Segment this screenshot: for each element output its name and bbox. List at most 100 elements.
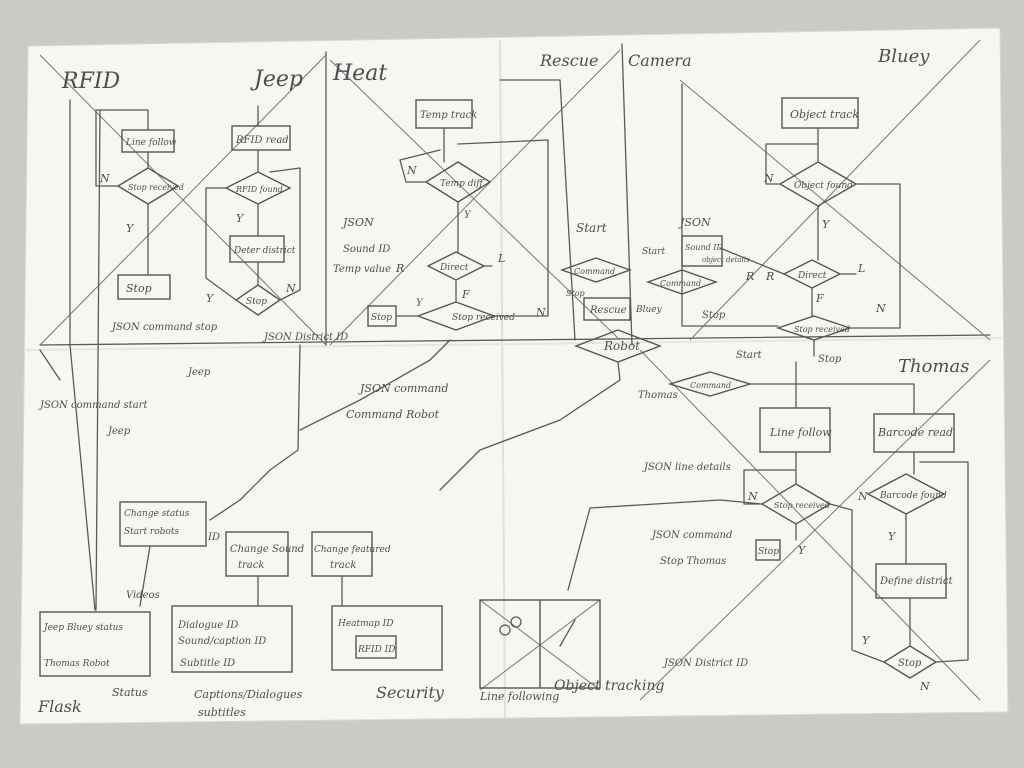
- label-change-status: Change status: [124, 509, 190, 519]
- label-camera-json: JSON: [678, 216, 711, 229]
- section-title-rfid: RFID: [61, 69, 121, 94]
- label-barcode-read: Barcode read: [877, 426, 953, 439]
- label-thomas-y: Y: [798, 544, 807, 557]
- label-bluey-direct: Direct: [797, 271, 827, 281]
- box-determine-district: [229, 235, 285, 263]
- label-ui-track: track: [238, 560, 264, 571]
- label-subtitle-id: Subtitle ID: [180, 658, 235, 669]
- label-heat-y: Y: [464, 210, 472, 221]
- label-thomas-line-follow: Line follow: [769, 426, 832, 439]
- label-rescue-bluey: Bluey: [635, 305, 663, 315]
- label-heat-r: R: [395, 262, 404, 275]
- section-title-rescue: Rescue: [539, 51, 598, 70]
- label-heat-direct: Direct: [439, 263, 469, 273]
- label-camera-r: R: [745, 270, 754, 283]
- label-bluey-stop-received: Stop received: [794, 325, 850, 334]
- label-barcode-found: Barcode found: [879, 491, 947, 501]
- label-object-track: Object track: [790, 108, 859, 121]
- label-stop-received: Stop received: [128, 183, 184, 192]
- label-define-district: Define district: [879, 576, 953, 587]
- label-dialogue-id: Dialogue ID: [177, 620, 238, 631]
- section-title-bluey: Bluey: [877, 46, 930, 67]
- label-rfid-found: RFID found: [235, 185, 283, 194]
- label-subtitles: subtitles: [198, 706, 246, 719]
- label-thomas-stop-2: Stop: [898, 658, 922, 669]
- label-thomas-stop-received: Stop received: [774, 501, 830, 510]
- jeep-flow-lines: [205, 105, 301, 301]
- label-videos: Videos: [126, 590, 160, 601]
- label-thomas-stop: Stop: [758, 547, 779, 557]
- label-thomas-n-2: N: [857, 490, 868, 503]
- decision-jeep-stop: [234, 284, 282, 316]
- label-thomas-robot: Thomas Robot: [44, 659, 110, 669]
- label-bluey-start: Start: [736, 350, 763, 361]
- label-change-sound: Change Sound: [230, 544, 304, 555]
- label-rfid-id: RFID ID: [357, 645, 395, 655]
- label-json-start: JSON command start: [38, 400, 148, 411]
- box-rfid-id: [355, 635, 397, 659]
- label-camera-command: Command: [660, 279, 701, 288]
- label-line-follow: Line follow: [125, 138, 177, 148]
- section-title-heat: Heat: [332, 61, 387, 86]
- rfid-flow-lines: [69, 99, 149, 611]
- label-stop-thomas: Stop Thomas: [660, 556, 726, 567]
- label-rfid-read: RFID read: [235, 135, 289, 146]
- label-thomas-n-3: N: [919, 680, 930, 693]
- paper-sheet: [19, 27, 1009, 725]
- label-security: Security: [376, 683, 445, 702]
- label-thomas-json-district: JSON District ID: [662, 658, 748, 669]
- label-rfid-y: Y: [126, 222, 135, 235]
- label-json-stop: JSON command stop: [110, 322, 218, 333]
- label-thomas-y-3: Y: [862, 634, 871, 647]
- label-temp-value: Temp value: [333, 264, 391, 275]
- box-change-sound: [225, 531, 289, 577]
- box-thomas-line-follow: [759, 407, 831, 453]
- label-captions: Captions/Dialogues: [194, 688, 303, 701]
- label-command-robot: Command Robot: [346, 408, 440, 421]
- thomas-flow-lines: [567, 361, 969, 663]
- label-rfid-n: N: [99, 172, 110, 185]
- label-line-following: Line following: [479, 690, 559, 703]
- label-rescue-thomas: Thomas: [638, 390, 678, 401]
- label-thomas-json-command: JSON command: [650, 530, 732, 541]
- heat-flow-lines: [395, 127, 549, 317]
- label-status: Status: [112, 686, 148, 699]
- section-dividers: [39, 43, 991, 346]
- label-rescue-start: Start: [576, 221, 607, 235]
- label-heat-l: L: [497, 252, 505, 265]
- label-heat-json: JSON: [341, 216, 374, 229]
- label-jeep-n: N: [285, 282, 296, 295]
- label-camera-stop: Stop: [702, 310, 726, 321]
- label-heat-stop-received: Stop received: [452, 313, 515, 323]
- fold-line: [23, 337, 1005, 351]
- label-sound-caption: Sound/caption ID: [178, 636, 266, 647]
- decision-thomas-stop-2: [882, 645, 938, 679]
- label-flask: Flask: [37, 697, 82, 716]
- section-title-thomas: Thomas: [898, 356, 969, 377]
- label-rescue: Rescue: [589, 305, 627, 316]
- box-define-district: [875, 563, 947, 599]
- label-determine-district: Deter district: [233, 246, 296, 256]
- label-bluey-y: Y: [822, 218, 831, 231]
- label-object-details: object details: [702, 256, 750, 264]
- box-thomas-stop: [755, 539, 781, 561]
- label-thomas-command: Command: [690, 381, 731, 390]
- decision-thomas-command: [667, 371, 753, 397]
- label-bluey-f: F: [815, 292, 824, 305]
- label-rfid-jeep: Jeep: [186, 367, 211, 378]
- label-object-found: Object found: [794, 181, 853, 191]
- label-json-line-details: JSON line details: [642, 462, 731, 473]
- line-dot-icon: [499, 624, 511, 636]
- label-object-tracking: Object tracking: [554, 678, 664, 694]
- label-jeep-y-2: Y: [206, 292, 215, 305]
- box-rfid-stop: [117, 274, 171, 300]
- box-object-track: [781, 97, 859, 129]
- label-change-featured: Change featured: [314, 545, 391, 555]
- connector-lines: [39, 109, 621, 611]
- section-title-camera: Camera: [628, 51, 692, 70]
- label-bluey-r: R: [765, 270, 774, 283]
- panel-flask: [39, 611, 151, 677]
- label-jeep-y: Y: [236, 212, 245, 225]
- heat-outer-line: [499, 79, 576, 341]
- label-rfid-jeep-2: Jeep: [106, 426, 131, 437]
